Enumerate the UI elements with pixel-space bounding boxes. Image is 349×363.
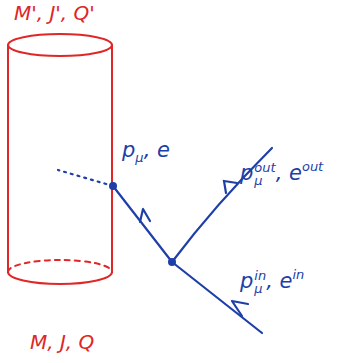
- momentum-label: , e: [276, 161, 302, 185]
- cylinder-side: [7, 45, 9, 272]
- momentum-label: , e: [266, 269, 292, 293]
- momentum-label: p: [122, 138, 135, 162]
- script-stack: outμ: [254, 161, 275, 187]
- label-group: poutμ, eout: [240, 160, 323, 187]
- momentum-label: in: [254, 269, 266, 282]
- charge-label: M, J, Q: [30, 330, 94, 354]
- momentum-label: p: [240, 269, 253, 293]
- momentum-label: μ: [135, 150, 143, 165]
- cylinder-bottom-hidden: [8, 260, 112, 272]
- momentum-label: , e: [144, 138, 170, 162]
- momentum-label: p: [240, 161, 253, 185]
- momentum-label: in: [292, 267, 304, 282]
- dotted-line: [58, 170, 113, 186]
- charge-label: M', J', Q': [14, 1, 95, 25]
- cylinder-region: M', J', Q'M, J, Q: [8, 34, 112, 284]
- label-group: pμ, e: [122, 140, 170, 164]
- incoming-line: [172, 262, 262, 333]
- momentum-label: out: [254, 161, 275, 174]
- vertex-dot: [168, 258, 176, 266]
- cylinder-side: [111, 45, 113, 272]
- script-stack: inμ: [254, 269, 266, 295]
- cylinder-top: [8, 34, 112, 56]
- momentum-label: μ: [254, 174, 275, 187]
- middle-line: [113, 186, 172, 262]
- cylinder-bottom: [8, 272, 112, 284]
- momentum-label: μ: [254, 282, 266, 295]
- arrow-head: [232, 301, 248, 316]
- momentum-label: out: [302, 159, 323, 174]
- label-group: pinμ, ein: [240, 268, 304, 295]
- arrow-head: [140, 209, 150, 222]
- vertex-dot: [109, 182, 117, 190]
- arrow-head: [224, 181, 237, 193]
